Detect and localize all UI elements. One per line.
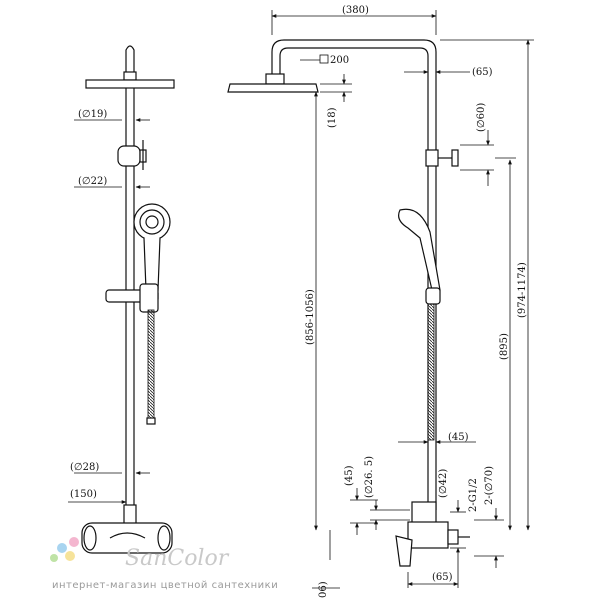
dim-offset-45-left: (45) [344, 465, 355, 486]
front-hand-shower-head [133, 203, 171, 241]
side-rain-shower-head [227, 83, 319, 93]
side-wall-flange [447, 529, 459, 545]
dim-offset-45-right: (45) [448, 432, 469, 443]
watermark-dot-green [50, 554, 58, 562]
side-top-arm [271, 39, 437, 80]
front-dim-labels: (∅19) (∅22) (∅28) (150) [70, 109, 107, 500]
front-mixer-lever [109, 532, 146, 539]
dim-head-thickness-18: (18) [327, 107, 338, 128]
front-dimensions [68, 118, 150, 504]
side-slide-holder [425, 287, 441, 305]
side-diverter-body [425, 149, 439, 167]
side-shower-hose [427, 303, 435, 441]
dim-dia-22: (∅22) [78, 176, 107, 187]
dim-thread-g1-2: 2-G1/2 [468, 478, 479, 512]
side-dimensions [271, 10, 534, 589]
front-rain-shower-head [85, 79, 175, 89]
watermark-dot-yellow [65, 551, 75, 561]
side-mixer-body [411, 501, 437, 525]
front-top-nozzle [125, 45, 135, 76]
dim-head-square-200: 200 [330, 55, 349, 66]
dim-dia-60: (∅60) [476, 103, 487, 132]
side-mixer-lever [395, 535, 413, 567]
front-shower-hose [147, 309, 155, 421]
dim-dia-19: (∅19) [78, 109, 107, 120]
front-mixer-base [81, 522, 173, 554]
front-hand-shower-handle [143, 237, 161, 291]
watermark-tagline: интернет-магазин цветной сантехники [52, 580, 278, 591]
dim-height-974-1174: (974-1174) [517, 262, 528, 318]
dim-height-856-1056: (856-1056) [305, 289, 316, 345]
side-diverter-knob [451, 149, 459, 167]
dim-dia-42: (∅42) [438, 469, 449, 498]
dim-cut-06: 06) [318, 581, 329, 598]
dim-offset-150: (150) [70, 489, 97, 500]
dim-offset-65-bottom: (65) [432, 572, 453, 583]
side-head-connector [265, 73, 285, 85]
watermark-dot-pink [69, 537, 79, 547]
side-view [227, 39, 470, 567]
side-hand-shower [398, 208, 441, 291]
sancolor-watermark: SanColor интернет-магазин цветной сантех… [50, 537, 278, 591]
front-head-connector [123, 71, 137, 81]
dim-height-895: (895) [499, 333, 510, 360]
dim-dia-70: 2-(∅70) [484, 466, 495, 505]
dim-width-380: (380) [342, 5, 369, 16]
dim-dia-26-5: (∅26. 5) [364, 456, 375, 498]
dim-dia-28: (∅28) [70, 462, 99, 473]
watermark-brand: SanColor [125, 546, 230, 571]
side-dim-labels: (380) 200 (65) (18) (∅60) (856-1056) (89… [305, 5, 528, 598]
front-diverter-body [117, 145, 141, 167]
dim-offset-65-top: (65) [472, 67, 493, 78]
watermark-dot-blue [57, 543, 67, 553]
front-view [81, 45, 175, 554]
front-mixer-body [123, 504, 137, 526]
